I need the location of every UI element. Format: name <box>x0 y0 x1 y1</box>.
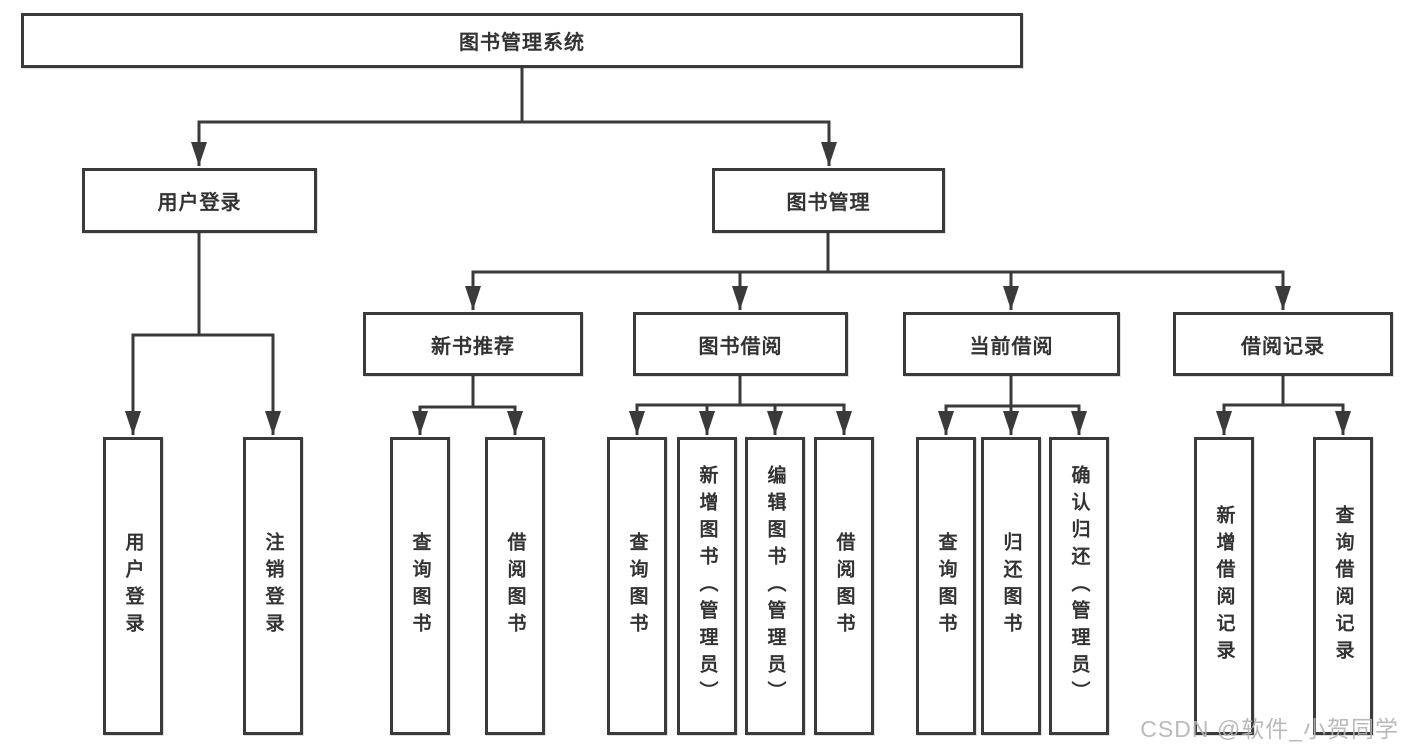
node-root-label: 图书管理系统 <box>459 32 585 54</box>
leaf-query-books-recommend: 查询图书 <box>390 437 450 735</box>
node-root: 图书管理系统 <box>21 13 1023 68</box>
leaf-query-books-current: 查询图书 <box>916 437 976 735</box>
node-borrow-records-label: 借阅记录 <box>1241 335 1325 358</box>
leaf-borrow-books: 借阅图书 <box>814 437 874 735</box>
watermark: CSDN @软件_小贺同学 <box>1140 716 1399 742</box>
node-new-book-recommend: 新书推荐 <box>363 312 583 376</box>
leaf-query-borrow-record: 查询借阅记录 <box>1313 437 1373 735</box>
leaf-borrow-books-recommend: 借阅图书 <box>485 437 545 735</box>
leaf-return-book-label: 归还图书 <box>1000 532 1022 640</box>
node-user-login: 用户登录 <box>82 168 317 233</box>
leaf-query-books-borrow: 查询图书 <box>607 437 667 735</box>
node-new-book-recommend-label: 新书推荐 <box>431 335 515 358</box>
node-book-management: 图书管理 <box>712 168 945 233</box>
leaf-confirm-return-admin: 确认归还（管理员） <box>1049 437 1109 735</box>
leaf-return-book: 归还图书 <box>981 437 1041 735</box>
node-current-borrow: 当前借阅 <box>903 312 1120 376</box>
leaf-edit-book-admin: 编辑图书（管理员） <box>745 437 805 735</box>
leaf-add-borrow-record: 新增借阅记录 <box>1194 437 1254 735</box>
leaf-borrow-books-recommend-label: 借阅图书 <box>504 532 526 640</box>
node-borrow-records: 借阅记录 <box>1173 312 1393 376</box>
leaf-query-books-borrow-label: 查询图书 <box>626 532 648 640</box>
leaf-query-books-current-label: 查询图书 <box>935 532 957 640</box>
leaf-edit-book-admin-label: 编辑图书（管理员） <box>764 464 786 708</box>
node-book-management-label: 图书管理 <box>786 192 871 214</box>
leaf-confirm-return-admin-label: 确认归还（管理员） <box>1068 464 1090 708</box>
node-book-borrow: 图书借阅 <box>633 312 848 376</box>
node-book-borrow-label: 图书借阅 <box>698 335 783 358</box>
leaf-add-borrow-record-label: 新增借阅记录 <box>1213 505 1235 667</box>
leaf-add-book-admin: 新增图书（管理员） <box>677 437 737 735</box>
leaf-borrow-books-label: 借阅图书 <box>833 532 855 640</box>
leaf-query-books-recommend-label: 查询图书 <box>409 532 431 640</box>
leaf-logout-label: 注销登录 <box>262 532 284 640</box>
node-user-login-label: 用户登录 <box>157 192 242 214</box>
node-current-borrow-label: 当前借阅 <box>969 335 1054 358</box>
leaf-add-book-admin-label: 新增图书（管理员） <box>696 464 718 708</box>
leaf-user-login: 用户登录 <box>103 437 163 735</box>
leaf-query-borrow-record-label: 查询借阅记录 <box>1332 505 1354 667</box>
leaf-logout: 注销登录 <box>243 437 303 735</box>
leaf-user-login-label: 用户登录 <box>122 532 144 640</box>
